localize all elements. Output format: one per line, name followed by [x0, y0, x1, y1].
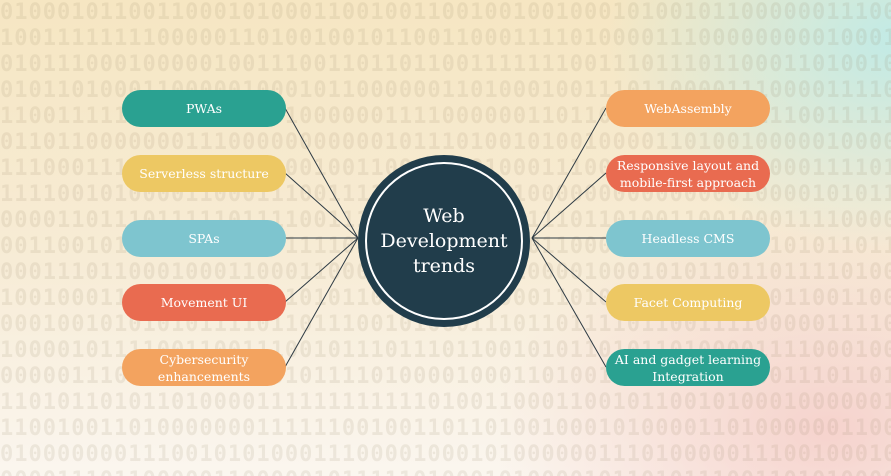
node-serverless-structure: Serverless structure — [122, 155, 286, 192]
node-cybersecurity-enhancements: Cybersecurity enhancements — [122, 349, 286, 386]
node-label: SPAs — [188, 231, 220, 246]
connector-responsive-layout — [531, 172, 607, 239]
connector-ai-integration — [531, 237, 607, 368]
node-label: WebAssembly — [644, 101, 732, 116]
node-label: Headless CMS — [641, 231, 735, 246]
connector-facet-computing — [531, 237, 607, 303]
binary-row: 0101110001000001001110011011011001111111… — [0, 52, 891, 77]
node-pwas: PWAs — [122, 90, 286, 127]
binary-row: 0000111011000001100000101111101000101000… — [0, 468, 891, 476]
center-title-line-2: Development — [380, 229, 508, 252]
node-label: Cybersecurity enhancements — [157, 351, 251, 384]
binary-row: 1101011010110100001111111111110100110001… — [0, 390, 891, 415]
node-label: Responsive layout and mobile-first appro… — [616, 157, 760, 190]
node-label: Serverless structure — [139, 166, 269, 181]
node-responsive-layout: Responsive layout and mobile-first appro… — [606, 155, 770, 192]
connector-serverless — [284, 172, 359, 239]
binary-row: 1100100110100000001111110010011011010010… — [0, 416, 891, 441]
node-spas: SPAs — [122, 220, 286, 257]
binary-row: 0110110000000111000000000001011101001010… — [0, 130, 891, 155]
node-label: AI and gadget learning Integration — [614, 351, 762, 384]
connector-movement-ui — [284, 237, 359, 303]
node-label: Facet Computing — [633, 295, 743, 310]
node-webassembly: WebAssembly — [606, 90, 770, 127]
center-hub: Web Development trends — [358, 155, 530, 327]
center-hub-ring — [365, 162, 523, 320]
center-title-line-3: trends — [412, 254, 476, 277]
binary-row: 0100000001110010101000111000010001010000… — [0, 442, 891, 467]
connector-pwas — [284, 107, 359, 239]
center-title-line-1: Web — [423, 204, 465, 227]
node-facet-computing: Facet Computing — [606, 284, 770, 321]
binary-row: 1001111111100000110100100101100110001111… — [0, 26, 891, 51]
center-hub-title: Web Development trends — [358, 155, 530, 327]
node-movement-ui: Movement UI — [122, 284, 286, 321]
node-label: PWAs — [185, 101, 223, 116]
node-headless-cms: Headless CMS — [606, 220, 770, 257]
node-label: Movement UI — [160, 295, 248, 310]
binary-row: 0100010110011000101000110010011001001001… — [0, 0, 891, 25]
node-ai-gadget-learning: AI and gadget learning Integration — [606, 349, 770, 386]
connector-webassembly — [531, 107, 607, 239]
connector-cybersecurity — [284, 237, 359, 368]
